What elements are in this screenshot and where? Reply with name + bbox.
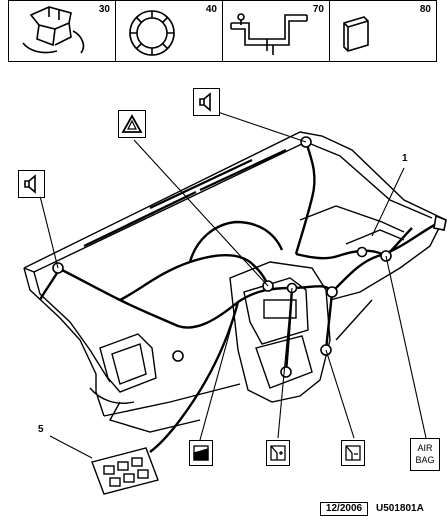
wire-clip-icon (22, 6, 85, 54)
speaker-icon (24, 174, 36, 194)
connector-bracket (91, 447, 159, 495)
part-number: 40 (205, 4, 217, 15)
wiring-harness (38, 141, 441, 453)
footer-reference: U501801A (376, 503, 424, 514)
speaker-top-box[interactable] (193, 88, 220, 116)
dashboard-outline (23, 131, 447, 433)
part-cell-70[interactable]: 70 (223, 1, 330, 61)
window-switch-1-box[interactable] (189, 440, 213, 466)
part-cell-40[interactable]: 40 (116, 1, 223, 61)
parts-strip: 30 40 70 (8, 0, 437, 62)
foam-pad-icon (343, 16, 369, 52)
grommet-ring-icon (129, 10, 175, 56)
window-switch-3-box[interactable] (341, 440, 365, 466)
part-number: 80 (419, 4, 431, 15)
bracket-icon (230, 13, 308, 55)
leader-lines (39, 107, 427, 459)
airbag-label-line1: AIR (417, 443, 433, 453)
airbag-box[interactable]: AIR BAG (410, 438, 440, 471)
part-number: 70 (312, 4, 324, 15)
callout-connector-bracket: 5 (38, 424, 44, 435)
part-cell-30[interactable]: 30 (9, 1, 116, 61)
hazard-warning-icon (121, 114, 143, 133)
window-switch-2-box[interactable] (266, 440, 290, 466)
window-switch-icon (270, 445, 286, 461)
part-number: 30 (98, 4, 110, 15)
window-switch-icon (193, 445, 209, 461)
hazard-box[interactable] (118, 110, 146, 138)
window-switch-icon (345, 445, 361, 461)
speaker-icon (199, 92, 211, 112)
callout-harness: 1 (402, 153, 408, 164)
footer-date: 12/2006 (320, 502, 368, 516)
speaker-left-box[interactable] (18, 170, 45, 198)
part-cell-80[interactable]: 80 (330, 1, 436, 61)
airbag-label-line2: BAG (415, 455, 435, 465)
connectors (52, 136, 447, 378)
